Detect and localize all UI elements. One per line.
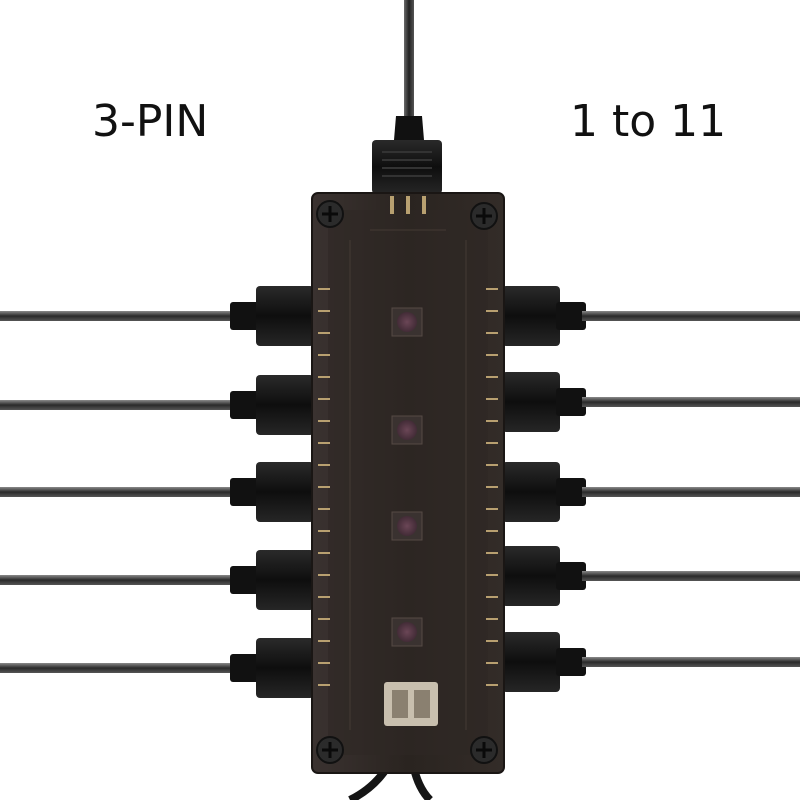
side-pin <box>486 596 498 598</box>
side-pin <box>486 420 498 422</box>
output-cable-right <box>582 311 800 321</box>
input-cable <box>404 0 414 118</box>
output-plug-left <box>256 638 314 698</box>
output-plug-left <box>256 375 314 435</box>
rgb-led <box>397 516 417 536</box>
hub-pcb <box>328 210 488 755</box>
output-plug-right <box>502 372 560 432</box>
side-pin <box>318 684 330 686</box>
rgb-led <box>397 312 417 332</box>
side-pin <box>318 398 330 400</box>
output-plug-collar-left <box>230 478 260 506</box>
side-pin <box>318 662 330 664</box>
side-pin <box>318 288 330 290</box>
side-pin <box>486 310 498 312</box>
rgb-led <box>397 622 417 642</box>
side-pin <box>318 420 330 422</box>
side-pin <box>486 398 498 400</box>
side-pin <box>318 464 330 466</box>
side-pin <box>318 486 330 488</box>
side-pin <box>486 574 498 576</box>
side-pin <box>486 288 498 290</box>
side-pin <box>318 310 330 312</box>
rgb-led <box>397 420 417 440</box>
output-cable-right <box>582 571 800 581</box>
side-pin <box>486 486 498 488</box>
side-pin <box>318 574 330 576</box>
output-plug-collar-left <box>230 654 260 682</box>
output-plug-left <box>256 462 314 522</box>
output-cable-left <box>0 663 236 673</box>
side-pin <box>486 508 498 510</box>
output-plug-collar-right <box>556 562 586 590</box>
side-pin <box>486 662 498 664</box>
side-pin <box>318 332 330 334</box>
side-pin <box>486 376 498 378</box>
side-pin <box>486 332 498 334</box>
output-plug-right <box>502 462 560 522</box>
output-plug-collar-left <box>230 566 260 594</box>
side-pin <box>318 354 330 356</box>
caption-3-pin: 3-PIN <box>92 96 209 147</box>
side-pin <box>318 508 330 510</box>
output-plug-right <box>502 632 560 692</box>
output-plug-collar-left <box>230 302 260 330</box>
output-cable-right <box>582 397 800 407</box>
side-pin <box>486 354 498 356</box>
output-plug-left <box>256 286 314 346</box>
side-pin <box>318 442 330 444</box>
side-pin <box>318 596 330 598</box>
side-pin <box>486 640 498 642</box>
output-cable-left <box>0 575 236 585</box>
caption-1-to-11: 1 to 11 <box>570 96 727 147</box>
side-pin <box>318 640 330 642</box>
side-pin <box>486 618 498 620</box>
output-cable-left <box>0 311 236 321</box>
output-plug-collar-right <box>556 648 586 676</box>
input-plug-collar <box>394 116 424 140</box>
side-pin <box>486 684 498 686</box>
header-pins <box>390 196 426 214</box>
side-pin <box>318 530 330 532</box>
output-plug-right <box>502 546 560 606</box>
output-cable-left <box>0 400 236 410</box>
side-pin <box>318 376 330 378</box>
output-plug-collar-right <box>556 478 586 506</box>
output-plug-collar-right <box>556 302 586 330</box>
side-pin <box>486 464 498 466</box>
side-pin <box>486 530 498 532</box>
input-plug-grip <box>382 151 432 177</box>
side-pin <box>318 618 330 620</box>
output-cable-right <box>582 487 800 497</box>
side-pin <box>318 552 330 554</box>
output-cable-right <box>582 657 800 667</box>
output-cable-left <box>0 487 236 497</box>
output-plug-left <box>256 550 314 610</box>
side-pin <box>486 552 498 554</box>
output-plug-right <box>502 286 560 346</box>
output-plug-collar-left <box>230 391 260 419</box>
output-plug-collar-right <box>556 388 586 416</box>
side-pin <box>486 442 498 444</box>
pcb-traces <box>349 229 467 730</box>
